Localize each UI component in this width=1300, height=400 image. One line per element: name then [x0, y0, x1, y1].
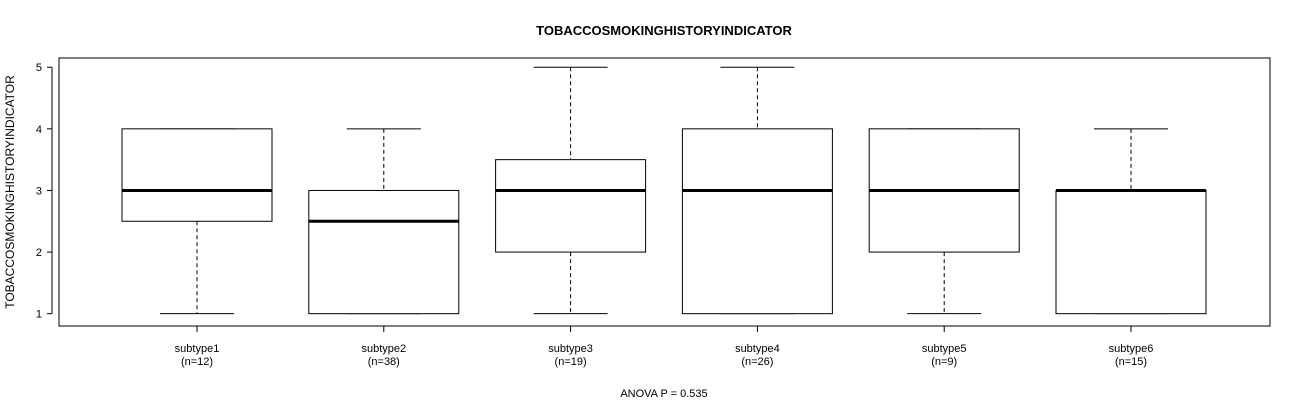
box-subtype2 [308, 128, 460, 315]
y-tick-label: 1 [36, 309, 42, 321]
category-count: (n=9) [931, 356, 957, 368]
category-label: subtype4 [735, 343, 780, 355]
category-label: subtype5 [922, 343, 967, 355]
box-subtype6 [1055, 128, 1207, 315]
category-label: subtype2 [361, 343, 406, 355]
category-label: subtype1 [175, 343, 220, 355]
category-label: subtype6 [1109, 343, 1154, 355]
category-count: (n=19) [555, 356, 587, 368]
iqr-box [121, 128, 273, 222]
category-count: (n=15) [1115, 356, 1147, 368]
box-subtype3 [495, 66, 647, 315]
iqr-box [1055, 189, 1207, 315]
box-subtype1 [121, 128, 273, 315]
category-label: subtype3 [548, 343, 593, 355]
iqr-box [308, 189, 460, 315]
category-count: (n=12) [181, 356, 213, 368]
boxes-group [121, 66, 1207, 315]
y-tick-label: 2 [36, 247, 42, 259]
box-subtype4 [681, 66, 833, 315]
chart-title: TOBACCOSMOKINGHISTORYINDICATOR [536, 23, 792, 38]
category-count: (n=38) [368, 356, 400, 368]
y-tick-label: 5 [36, 62, 42, 74]
category-count: (n=26) [741, 356, 773, 368]
anova-footnote: ANOVA P = 0.535 [620, 388, 707, 400]
iqr-box [681, 128, 833, 315]
plot-frame [58, 57, 1271, 327]
category-labels: subtype1(n=12)subtype2(n=38)subtype3(n=1… [175, 326, 1154, 368]
y-axis: 1 2 3 4 5 [36, 62, 53, 321]
y-axis-label: TOBACCOSMOKINGHISTORYINDICATOR [3, 75, 17, 309]
box-subtype5 [868, 128, 1020, 315]
y-tick-label: 3 [36, 185, 42, 197]
y-tick-label: 4 [36, 124, 42, 136]
iqr-box [495, 159, 647, 253]
